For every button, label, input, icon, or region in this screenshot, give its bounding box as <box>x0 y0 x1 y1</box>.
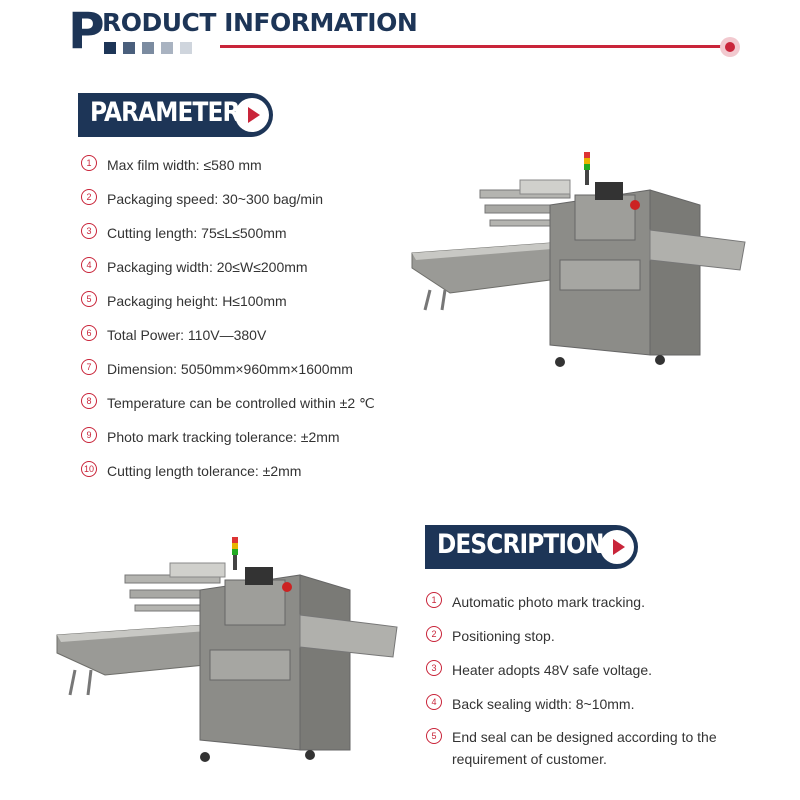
header-square-3 <box>142 42 154 54</box>
description-item-text: Automatic photo mark tracking. <box>452 594 645 610</box>
description-banner: DESCRIPTION <box>425 525 638 569</box>
play-arrow-icon <box>600 530 634 564</box>
circled-number-icon: 1 <box>426 592 442 608</box>
parameter-item-text: Packaging width: 20≤W≤200mm <box>107 259 308 275</box>
header-square-4 <box>161 42 173 54</box>
circled-number-icon: 3 <box>81 223 97 239</box>
parameter-item-text: Total Power: 110V—380V <box>107 327 267 343</box>
circled-number-icon: 5 <box>81 291 97 307</box>
header-square-1 <box>104 42 116 54</box>
parameter-item-text: Cutting length: 75≤L≤500mm <box>107 225 287 241</box>
header-divider-line <box>220 45 725 48</box>
parameter-item-text: Packaging height: H≤100mm <box>107 293 287 309</box>
circled-number-icon: 3 <box>426 660 442 676</box>
description-item-text: Positioning stop. <box>452 628 555 644</box>
description-item-text: Heater adopts 48V safe voltage. <box>452 662 653 678</box>
header-square-5 <box>180 42 192 54</box>
circled-number-icon: 7 <box>81 359 97 375</box>
parameter-item-text: Photo mark tracking tolerance: ±2mm <box>107 429 340 445</box>
parameter-item-text: Packaging speed: 30~300 bag/min <box>107 191 323 207</box>
parameter-banner: PARAMETER <box>78 93 273 137</box>
parameter-item-text: Temperature can be controlled within ±2 … <box>107 395 375 411</box>
play-arrow-icon <box>235 98 269 132</box>
circled-number-icon: 4 <box>426 694 442 710</box>
description-item-text: Back sealing width: 8~10mm. <box>452 696 635 712</box>
header-square-2 <box>123 42 135 54</box>
circled-number-icon: 10 <box>81 461 97 477</box>
circled-number-icon: 4 <box>81 257 97 273</box>
description-title: DESCRIPTION <box>437 529 604 560</box>
machine-drawing <box>56 537 398 762</box>
header-dot <box>720 37 740 57</box>
parameter-item-text: Max film width: ≤580 mm <box>107 157 262 173</box>
parameter-title: PARAMETER <box>90 97 240 128</box>
circled-number-icon: 9 <box>81 427 97 443</box>
packaging-machine-photo-bottom <box>56 537 398 762</box>
header-big-letter: P <box>68 2 105 60</box>
packaging-machine-photo-top <box>411 152 746 367</box>
header-title: RODUCT INFORMATION <box>102 8 418 37</box>
parameter-item-text: Cutting length tolerance: ±2mm <box>107 463 302 479</box>
circled-number-icon: 8 <box>81 393 97 409</box>
description-item-text: End seal can be designed according to th… <box>452 729 717 767</box>
parameter-item-text: Dimension: 5050mm×960mm×1600mm <box>107 361 353 377</box>
circled-number-icon: 2 <box>81 189 97 205</box>
circled-number-icon: 6 <box>81 325 97 341</box>
machine-drawing <box>411 152 746 367</box>
circled-number-icon: 5 <box>426 728 442 744</box>
circled-number-icon: 1 <box>81 155 97 171</box>
circled-number-icon: 2 <box>426 626 442 642</box>
